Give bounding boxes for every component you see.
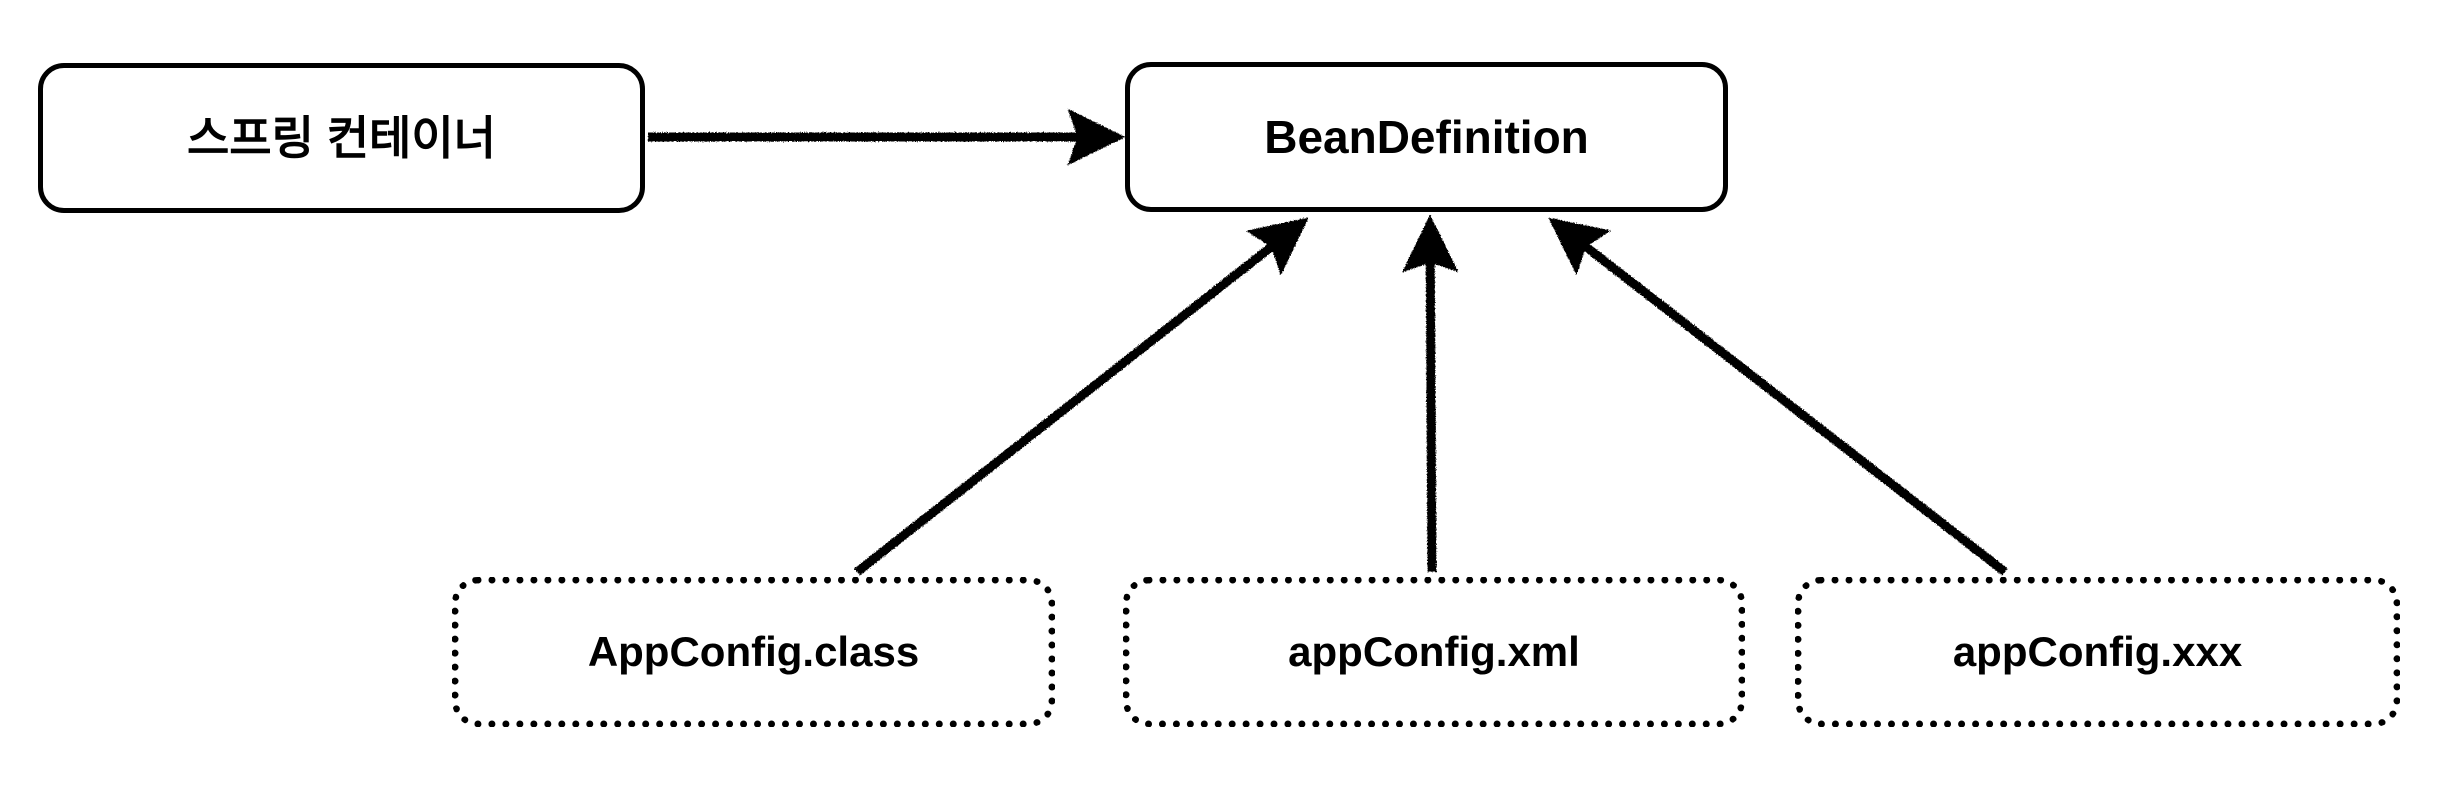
- edge-appconfig-xxx-to-bean-definition: [1548, 217, 2008, 576]
- node-spring-container-label: 스프링 컨테이너: [186, 111, 497, 164]
- node-spring-container[interactable]: 스프링 컨테이너: [38, 63, 645, 213]
- node-appconfig-xml-label: appConfig.xml: [1288, 627, 1580, 675]
- edge-appconfig-class-to-bean-definition: [854, 217, 1309, 576]
- node-bean-definition-label: BeanDefinition: [1264, 110, 1589, 163]
- edge-appconfig-xml-to-bean-definition: [1401, 214, 1459, 573]
- node-appconfig-xxx-label: appConfig.xxx: [1952, 627, 2243, 675]
- node-appconfig-xml[interactable]: appConfig.xml: [1123, 577, 1745, 727]
- node-appconfig-xxx[interactable]: appConfig.xxx: [1795, 577, 2400, 727]
- node-bean-definition[interactable]: BeanDefinition: [1125, 62, 1728, 212]
- node-appconfig-class-label: AppConfig.class: [587, 627, 920, 675]
- node-appconfig-class[interactable]: AppConfig.class: [452, 577, 1055, 727]
